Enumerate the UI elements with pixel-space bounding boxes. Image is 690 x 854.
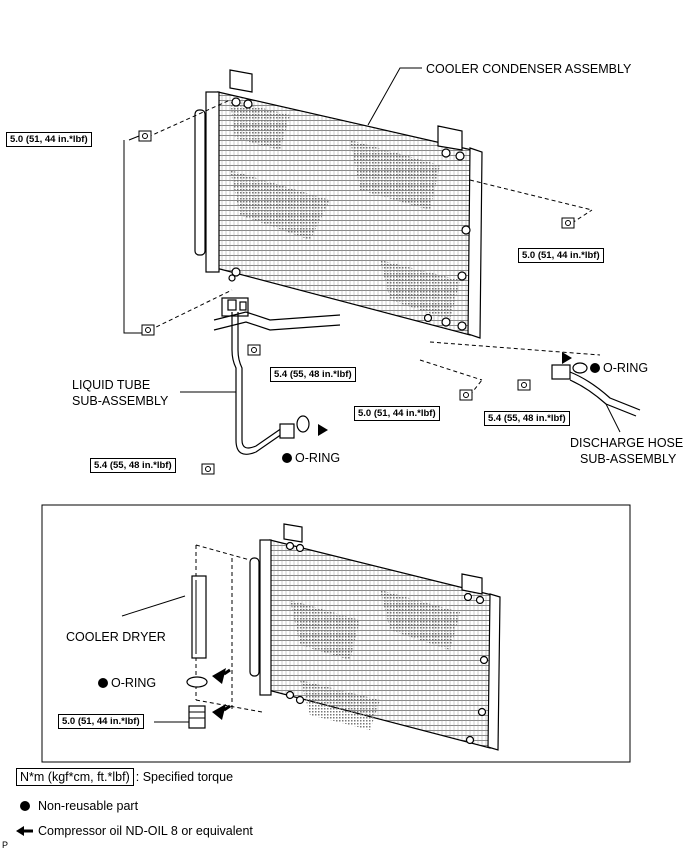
non-reusable-icon <box>20 801 30 811</box>
torque-label: 5.4 (55, 48 in.*lbf) <box>484 411 570 426</box>
oil-arrow-icon <box>562 352 572 364</box>
oil-arrow-icon <box>212 704 226 720</box>
torque-label: 5.0 (51, 44 in.*lbf) <box>354 406 440 421</box>
legend-torque: N*m (kgf*cm, ft.*lbf) : Specified torque <box>16 768 233 786</box>
oil-arrow-icon <box>318 424 328 436</box>
liquid-tube-label-2: SUB-ASSEMBLY <box>72 394 169 408</box>
legend-torque-unit: N*m (kgf*cm, ft.*lbf) <box>16 768 134 786</box>
oil-arrow-icon <box>212 668 226 684</box>
torque-label: 5.4 (55, 48 in.*lbf) <box>270 367 356 382</box>
torque-label: 5.4 (55, 48 in.*lbf) <box>90 458 176 473</box>
o-ring-label: O-RING <box>282 451 340 465</box>
cooler-condenser-label: COOLER CONDENSER ASSEMBLY <box>426 62 632 76</box>
discharge-hose-label-2: SUB-ASSEMBLY <box>580 452 677 466</box>
liquid-tube-label: LIQUID TUBE <box>72 378 151 392</box>
inset-frame <box>41 504 631 763</box>
legend-non-reusable: Non-reusable part <box>16 799 138 813</box>
main-condenser <box>194 69 483 339</box>
inset-condenser <box>249 523 501 751</box>
non-reusable-icon <box>282 453 292 463</box>
liquid-tube <box>213 311 341 455</box>
torque-label: 5.0 (51, 44 in.*lbf) <box>58 714 144 729</box>
o-ring-label: O-RING <box>98 676 156 690</box>
legend-compressor-oil: Compressor oil ND-OIL 8 or equivalent <box>16 824 253 838</box>
non-reusable-icon <box>98 678 108 688</box>
discharge-hose-label: DISCHARGE HOSE <box>570 436 684 450</box>
corner-mark: P <box>2 840 9 850</box>
o-ring-label: O-RING <box>590 361 648 375</box>
oil-arrow-icon <box>16 826 33 836</box>
torque-label: 5.0 (51, 44 in.*lbf) <box>6 132 92 147</box>
cooler-dryer-label: COOLER DRYER <box>66 630 166 644</box>
discharge-hose <box>551 362 641 417</box>
legend-torque-desc: : Specified torque <box>135 770 234 784</box>
torque-label: 5.0 (51, 44 in.*lbf) <box>518 248 604 263</box>
condenser-leader <box>367 67 422 126</box>
bolts-top <box>138 99 601 475</box>
cooler-dryer <box>186 544 263 729</box>
non-reusable-icon <box>590 363 600 373</box>
